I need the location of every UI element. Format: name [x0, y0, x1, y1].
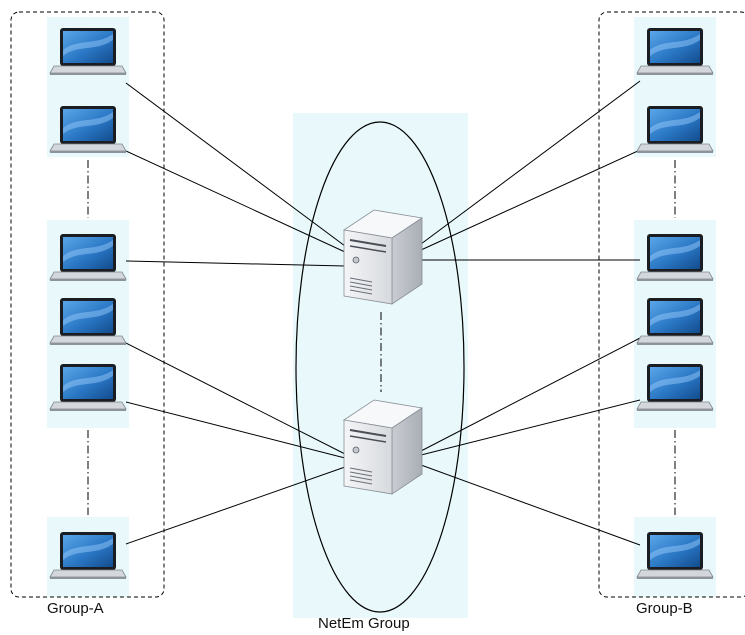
- laptop-icon: [49, 27, 127, 76]
- link-a4-s2: [125, 342, 346, 455]
- laptop-icon: [49, 233, 127, 282]
- laptop-icon: [636, 297, 714, 346]
- link-a5-s2: [125, 401, 346, 459]
- group-b-box: [598, 11, 745, 598]
- link-a6-s2: [125, 466, 346, 545]
- link-b5-s2: [420, 399, 641, 456]
- laptop-icon: [636, 27, 714, 76]
- group-a-label: Group-A: [47, 600, 104, 617]
- link-b2-s1: [420, 149, 641, 251]
- group-b-label: Group-B: [636, 600, 693, 617]
- laptop-icon: [636, 531, 714, 580]
- server-icon: [343, 209, 423, 305]
- link-b6-s2: [420, 464, 641, 546]
- server-icon: [343, 399, 423, 495]
- laptop-icon: [49, 363, 127, 412]
- laptop-icon: [49, 297, 127, 346]
- laptop-icon: [49, 531, 127, 580]
- netem-group-label: NetEm Group: [318, 615, 410, 632]
- laptop-icon: [636, 105, 714, 154]
- link-a1-s1: [125, 82, 346, 247]
- group-a-box: [10, 11, 165, 598]
- laptop-icon: [636, 233, 714, 282]
- link-b1-s1: [420, 80, 641, 245]
- link-a3-s1: [125, 260, 346, 267]
- netem-ellipse: [295, 121, 465, 613]
- connections: [125, 80, 641, 546]
- link-b4-s2: [420, 337, 641, 452]
- laptop-icon: [49, 105, 127, 154]
- link-a2-s1: [125, 150, 346, 253]
- laptop-icon: [636, 363, 714, 412]
